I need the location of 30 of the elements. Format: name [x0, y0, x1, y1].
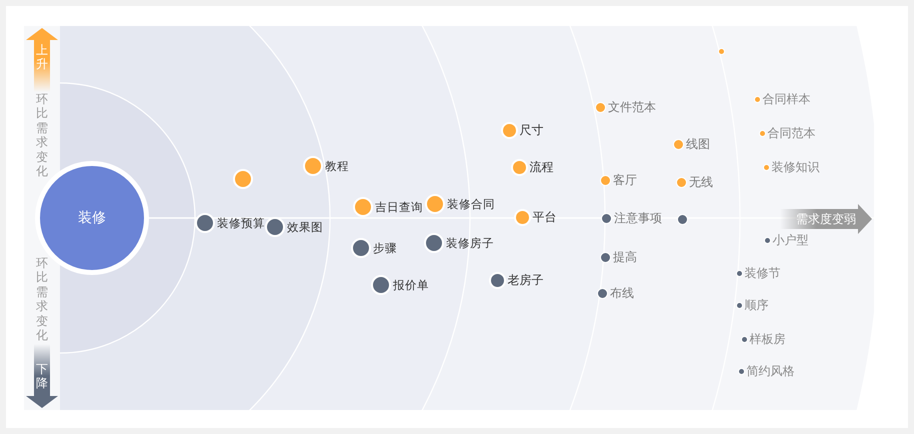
keyword-label: 装修合同 — [447, 196, 495, 212]
keyword-label: 流程 — [530, 158, 554, 176]
keyword-label: 尺寸 — [520, 122, 544, 138]
keyword-label: 线图 — [686, 136, 710, 152]
keyword-label: 注意事项 — [614, 210, 662, 226]
weakening-arrow: 需求度变弱 — [780, 204, 872, 234]
keyword-label: 教程 — [325, 158, 349, 174]
keyword-label: 吉日查询 — [375, 200, 423, 214]
fall-label: 下降 — [36, 362, 48, 391]
keyword-label: 装修节 — [744, 264, 780, 282]
keyword-label: 无线 — [689, 174, 713, 190]
keyword-label: 平台 — [532, 208, 556, 226]
keyword-label: 文件范本 — [608, 98, 656, 116]
keyword-label: 合同范本 — [768, 124, 816, 142]
keyword-label: 顺序 — [744, 296, 768, 314]
rise-label: 上升 — [36, 43, 48, 72]
keyword-label: 老房子 — [508, 272, 544, 288]
keyword-label: 客厅 — [613, 172, 637, 188]
keyword-label: 样板房 — [750, 330, 786, 348]
keyword-label: 合同样本 — [762, 90, 810, 108]
keyword-label: 效果图 — [287, 220, 323, 234]
keyword-label: 装修预算 — [217, 216, 265, 230]
keyword-label: 装修知识 — [772, 158, 820, 176]
keyword-label: 步骤 — [373, 240, 397, 256]
keyword-label: 提高 — [613, 248, 637, 266]
keyword-label: 报价单 — [393, 278, 429, 292]
keyword-label: 装修房子 — [446, 236, 494, 250]
keyword-label: 布线 — [610, 284, 634, 302]
keyword-label: 简约风格 — [746, 362, 794, 380]
keyword-label: 小户型 — [772, 232, 808, 248]
